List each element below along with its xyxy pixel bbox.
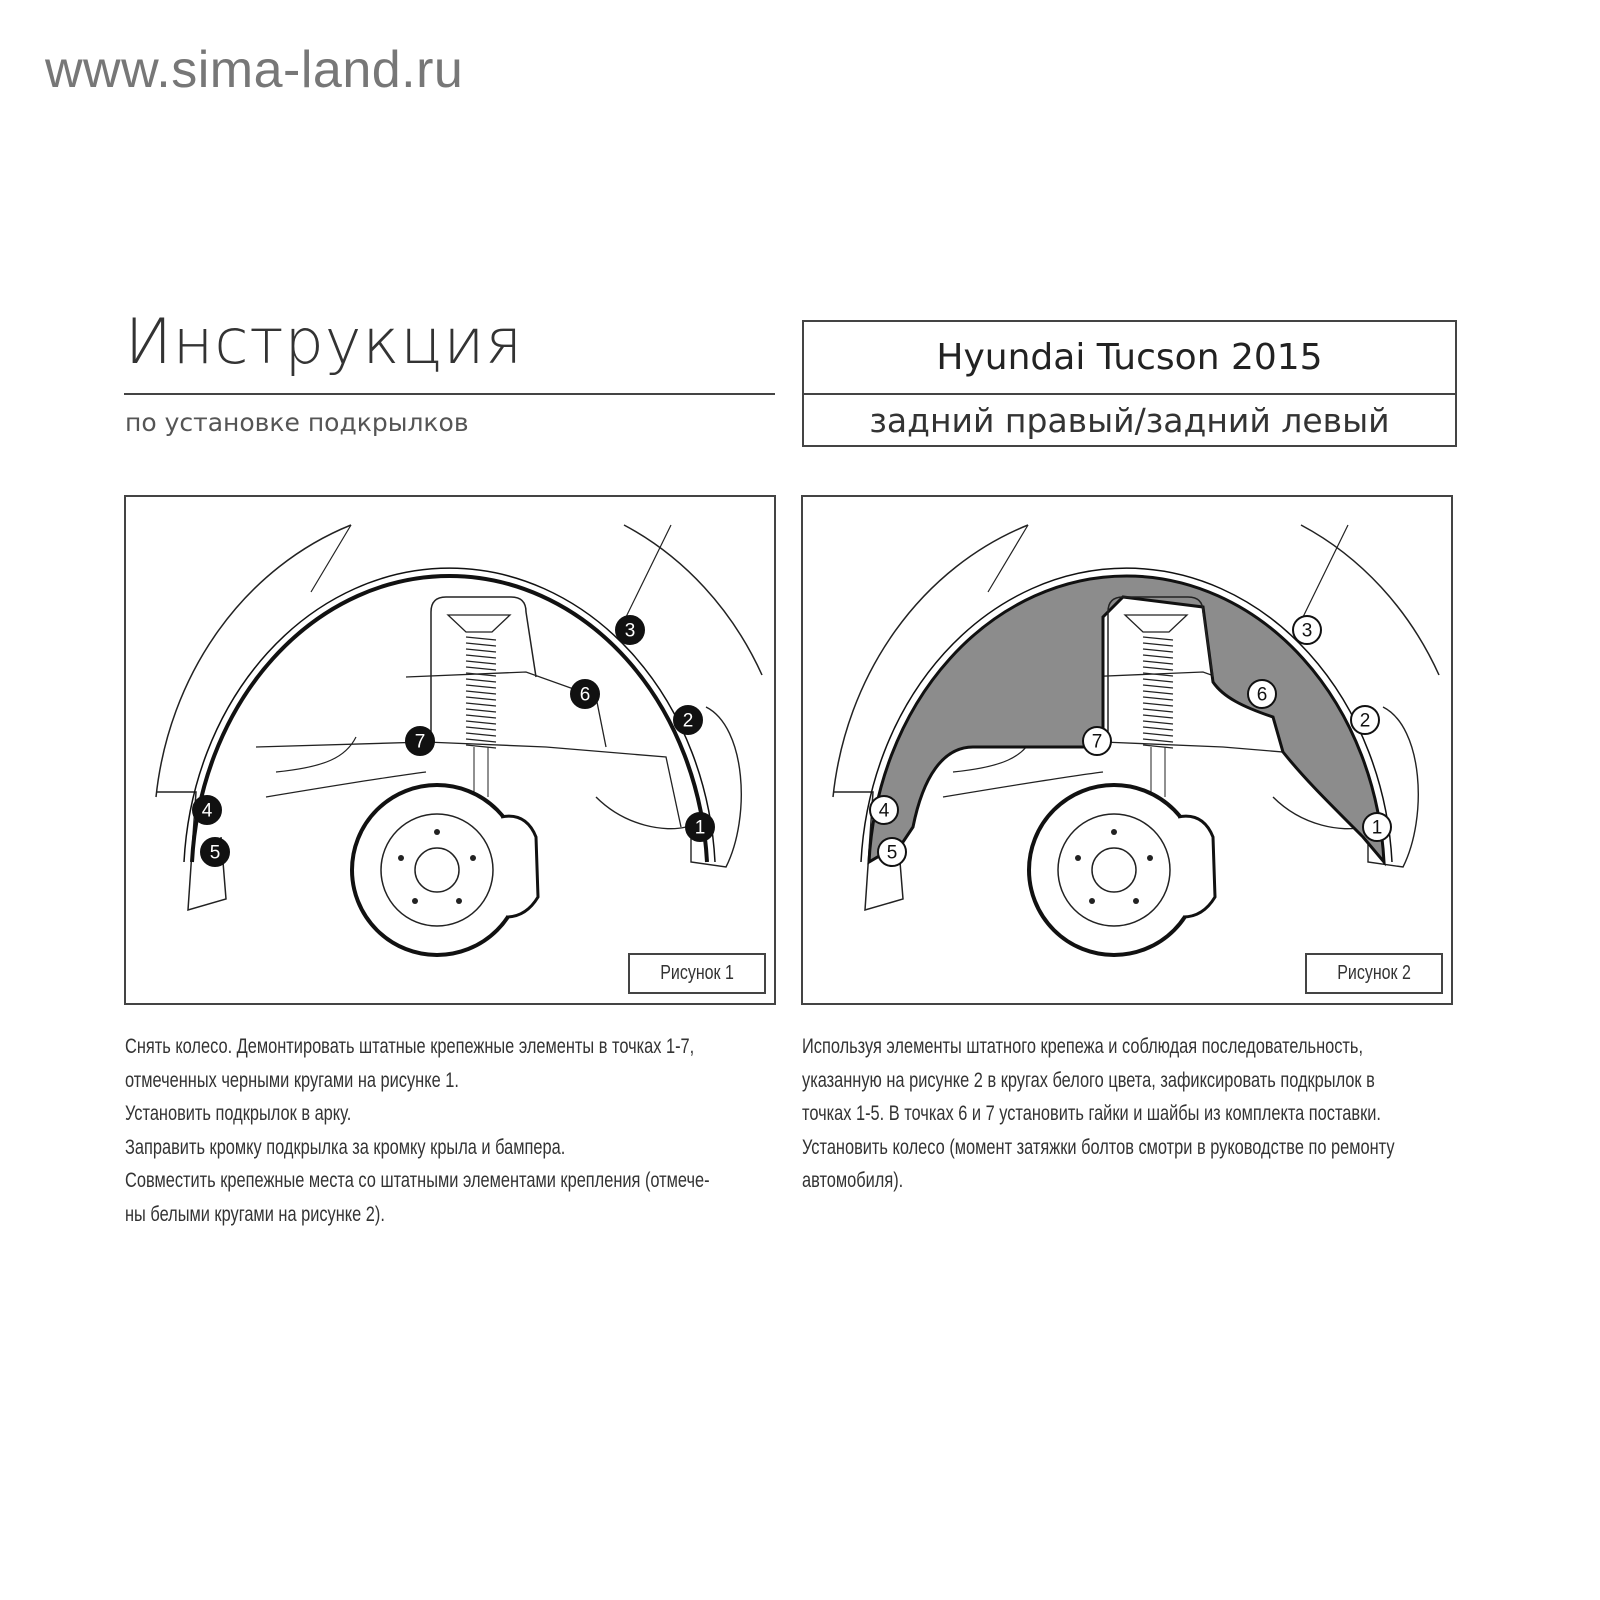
- svg-text:5: 5: [887, 843, 898, 864]
- fixing-point-marker-7: 7: [1082, 726, 1112, 756]
- instruction-line: Снять колесо. Демонтировать штатные креп…: [125, 1035, 695, 1058]
- instruction-line: точках 1-5. В точках 6 и 7 установить га…: [802, 1102, 1381, 1125]
- fixing-point-marker-2: 2: [673, 705, 703, 735]
- svg-text:4: 4: [879, 801, 890, 822]
- model-box: Hyundai Tucson 2015 задний правый/задний…: [802, 320, 1457, 447]
- svg-text:6: 6: [580, 685, 591, 706]
- instruction-line: Установить колесо (момент затяжки болтов…: [802, 1135, 1395, 1159]
- svg-text:3: 3: [1302, 621, 1313, 642]
- instructions-right: Используя элементы штатного крепежа и со…: [802, 1030, 1562, 1198]
- instruction-line: автомобиля).: [802, 1169, 904, 1192]
- svg-text:2: 2: [683, 711, 694, 732]
- instruction-line: указанную на рисунке 2 в кругах белого ц…: [802, 1068, 1375, 1092]
- fixing-point-marker-5: 5: [200, 837, 230, 867]
- title-divider: [124, 393, 775, 395]
- fixing-point-marker-1: 1: [685, 812, 715, 842]
- svg-text:1: 1: [1372, 818, 1383, 839]
- instruction-line: отмеченных черными кругами на рисунке 1.: [125, 1068, 459, 1092]
- instruction-line: ны белыми кругами на рисунке 2).: [125, 1202, 385, 1226]
- svg-text:6: 6: [1257, 685, 1268, 706]
- model-name: Hyundai Tucson 2015: [804, 322, 1455, 395]
- fixing-point-marker-3: 3: [615, 615, 645, 645]
- instruction-line: Совместить крепежные места со штатными э…: [125, 1169, 710, 1192]
- svg-text:1: 1: [695, 818, 706, 839]
- figure-caption-text: Рисунок 1: [660, 962, 734, 984]
- fixing-point-marker-6: 6: [1247, 679, 1277, 709]
- liner-position: задний правый/задний левый: [869, 400, 1390, 440]
- figure-caption-text: Рисунок 2: [1337, 962, 1411, 984]
- fixing-point-marker-4: 4: [192, 795, 222, 825]
- fixing-point-marker-5: 5: [877, 837, 907, 867]
- svg-text:7: 7: [415, 732, 426, 753]
- svg-text:5: 5: [210, 843, 221, 864]
- instruction-line: Установить подкрылок в арку.: [125, 1102, 352, 1125]
- fixing-point-marker-7: 7: [405, 726, 435, 756]
- wheel-arch-diagram: 1 2 3 4 5 6 7: [832, 524, 1440, 957]
- instructions-left: Снять колесо. Демонтировать штатные креп…: [125, 1030, 874, 1231]
- figure-caption: Рисунок 2: [1305, 953, 1443, 994]
- page-subtitle: по установке подкрылков: [125, 408, 469, 437]
- fixing-point-marker-2: 2: [1350, 705, 1380, 735]
- instruction-line: Заправить кромку подкрылка за кромку кры…: [125, 1135, 566, 1159]
- svg-text:7: 7: [1092, 732, 1103, 753]
- fixing-point-marker-6: 6: [570, 679, 600, 709]
- wheel-arch-diagram: 1 2 3 4 5 6 7: [155, 524, 763, 957]
- svg-text:4: 4: [202, 801, 213, 822]
- fixing-point-marker-4: 4: [869, 795, 899, 825]
- figure-caption: Рисунок 1: [628, 953, 766, 994]
- fixing-point-marker-3: 3: [1292, 615, 1322, 645]
- svg-text:3: 3: [625, 621, 636, 642]
- fixing-point-marker-1: 1: [1362, 812, 1392, 842]
- site-watermark: www.sima-land.ru: [45, 41, 464, 99]
- svg-text:2: 2: [1360, 711, 1371, 732]
- instruction-line: Используя элементы штатного крепежа и со…: [802, 1035, 1364, 1058]
- page-title: Инструкция: [125, 305, 524, 378]
